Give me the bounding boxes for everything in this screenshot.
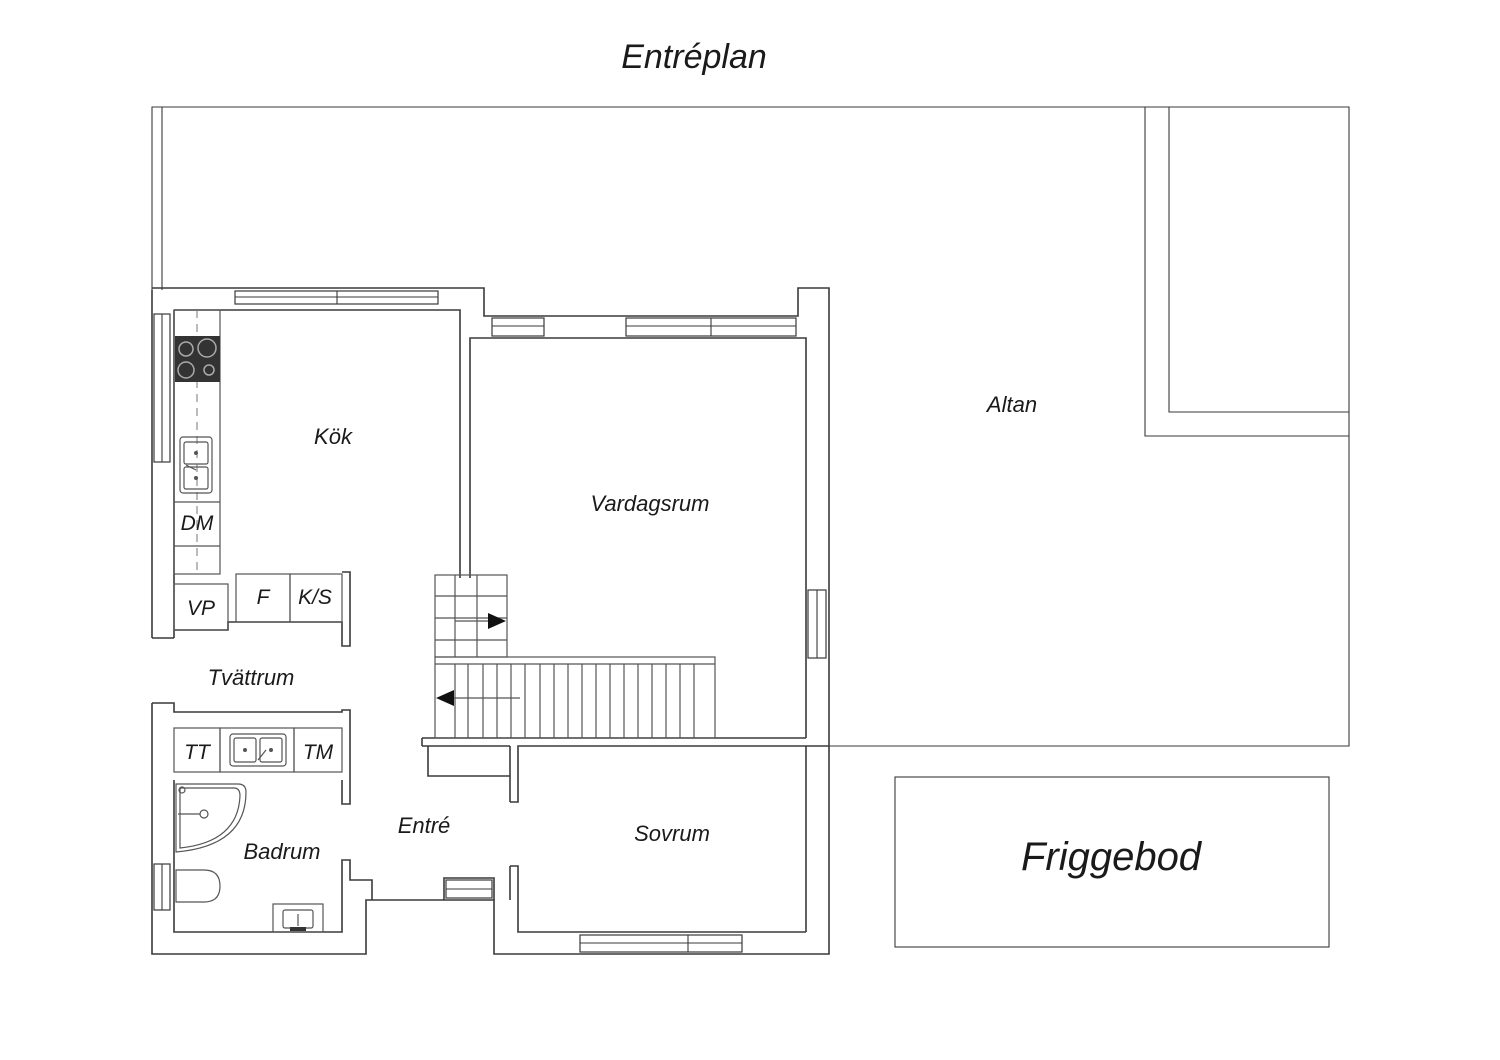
altan-outline [151, 106, 1350, 747]
room-label-entre: Entré [398, 813, 451, 838]
toilet-icon [175, 869, 221, 903]
kitchen-sink-icon [179, 436, 213, 494]
room-label-badrum: Badrum [243, 839, 320, 864]
room-label-tvattrum: Tvättrum [208, 665, 295, 690]
dryer-label: TT [184, 741, 212, 764]
laundry-sink-icon [229, 733, 287, 767]
bathroom-sink-icon [272, 903, 324, 933]
laundry-bottom-fixtures [173, 727, 343, 773]
stair-arrow-down-icon [436, 690, 454, 706]
staircase [434, 574, 716, 739]
fridge-freezer-label: K/S [298, 586, 332, 609]
room-label-altan: Altan [985, 392, 1037, 417]
heat-pump-label: VP [187, 597, 215, 620]
room-label-vardagsrum: Vardagsrum [590, 491, 709, 516]
room-label-sovrum: Sovrum [634, 821, 710, 846]
shower-icon [175, 783, 247, 853]
dishwasher-label: DM [181, 512, 214, 535]
washing-machine-label: TM [303, 741, 334, 764]
stove-icon [175, 336, 220, 382]
friggebod-outline [894, 776, 1330, 948]
plan-title: Entréplan [621, 38, 767, 76]
freezer-label: F [257, 586, 271, 609]
windows [153, 290, 827, 953]
room-label-kok: Kök [314, 424, 353, 449]
laundry-top-fixtures [173, 573, 343, 631]
stair-arrow-up-icon [488, 613, 506, 629]
room-label-friggebod: Friggebod [1021, 835, 1203, 879]
